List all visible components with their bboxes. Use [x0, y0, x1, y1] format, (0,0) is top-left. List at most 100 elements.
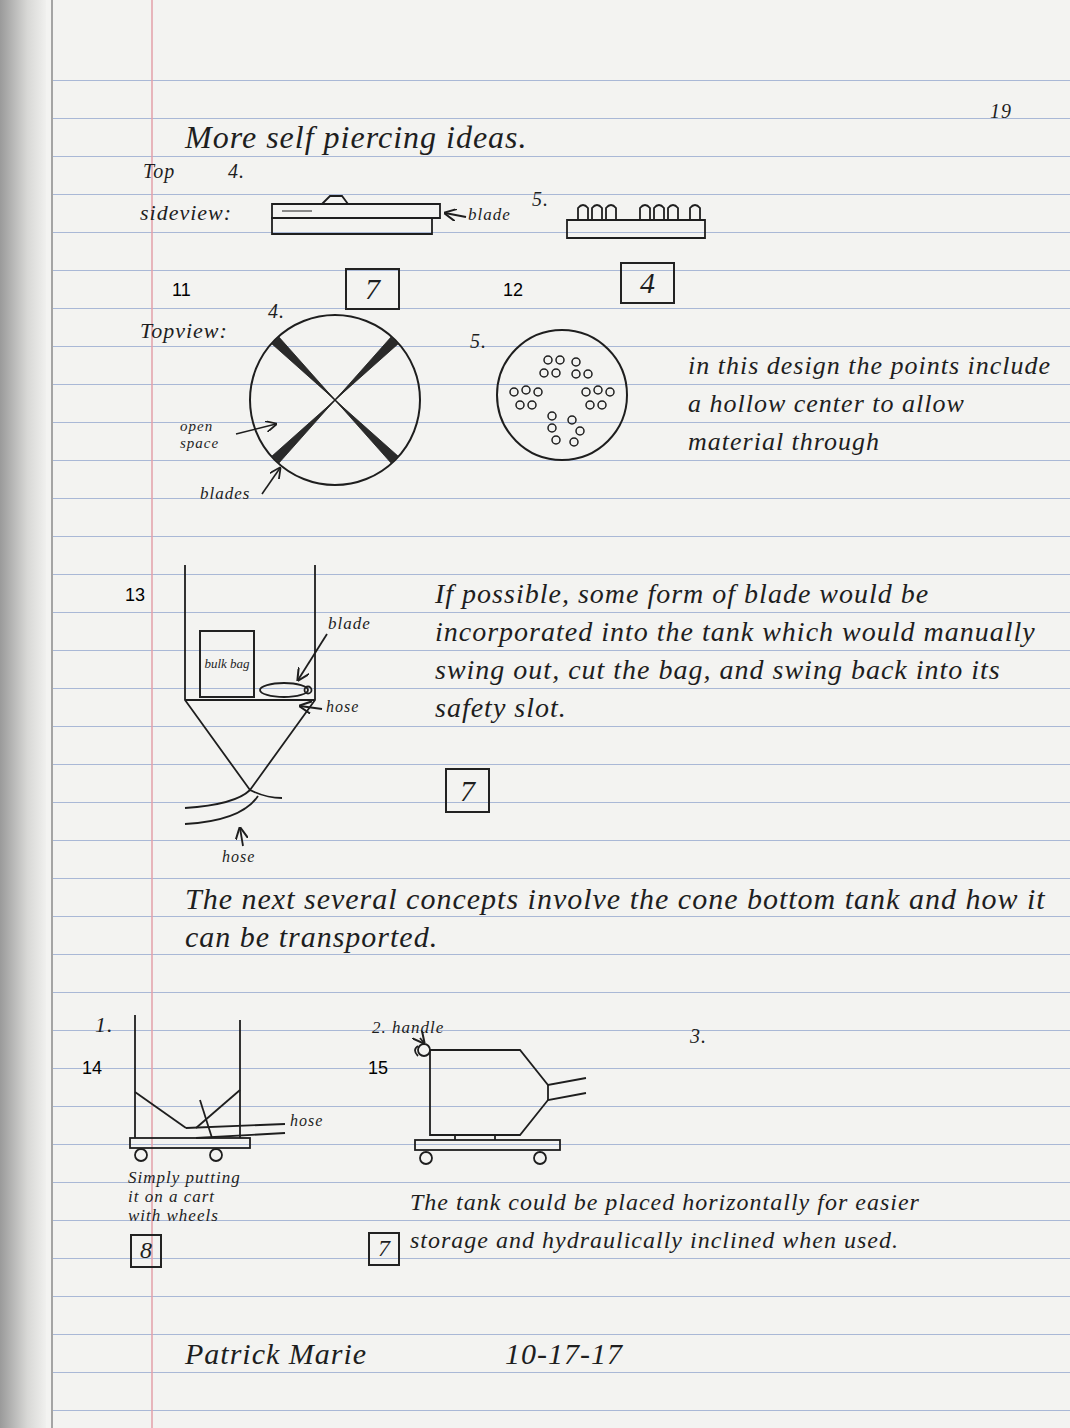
- topview-sketch-5-part: [556, 356, 564, 364]
- box-text: 7: [378, 1236, 390, 1261]
- cart-tank-sketch-part: [130, 1138, 250, 1148]
- part-label: hose: [326, 698, 359, 716]
- topview-sketch-5-part: [606, 388, 614, 396]
- sideview-sketch-4-part: [282, 211, 312, 212]
- topview-sketch-5-part: [572, 358, 580, 366]
- topview-sketch-5-part: [544, 356, 552, 364]
- sideview-sketch-5-part: [640, 205, 650, 220]
- cone-tank-sketch-part: [300, 706, 322, 709]
- topview-sketch-5-part: [522, 386, 530, 394]
- section-note: The next several concepts involve the co…: [185, 880, 1055, 956]
- horizontal-tank-sketch-part: [430, 1050, 586, 1085]
- horizontal-tank-sketch-part: [420, 1152, 432, 1164]
- sketch-caption: Simply putting it on a cart with wheels: [128, 1168, 253, 1225]
- topview-sketch-5-part: [594, 386, 602, 394]
- cone-tank-sketch: [185, 565, 327, 846]
- sketch-number: 3.: [690, 1025, 707, 1048]
- cart-tank-sketch-part: [135, 1092, 186, 1128]
- topview-sketch-5-part: [552, 369, 560, 377]
- part-label: hose: [222, 848, 255, 866]
- sideview-sketch-5-part: [654, 205, 664, 220]
- design-note: If possible, some form of blade would be…: [435, 575, 1055, 727]
- paper-part: [51, 0, 53, 1428]
- topview-sketch-5-part: [582, 388, 590, 396]
- box-text: 8: [140, 1238, 152, 1263]
- cart-tank-sketch-part: [135, 1149, 147, 1161]
- box-text: 7: [460, 775, 475, 807]
- view-label: sideview:: [140, 200, 232, 225]
- topview-sketch-5-part: [528, 401, 536, 409]
- horizontal-tank-sketch-part: [534, 1152, 546, 1164]
- sketch-number: 5.: [470, 330, 487, 353]
- part-label: 2. handle: [372, 1018, 444, 1038]
- cart-tank-sketch-part: [186, 1124, 285, 1128]
- callout-number: 14: [82, 1058, 102, 1079]
- cart-tank-sketch-part: [134, 1015, 136, 1138]
- topview-sketch-4-part: [335, 337, 399, 401]
- paper-part: [53, 80, 1070, 1420]
- score-box: 8: [130, 1234, 162, 1268]
- box-text: 4: [640, 267, 655, 299]
- sideview-sketch-5-part: [567, 220, 705, 238]
- cone-tank-sketch-part: [185, 796, 258, 824]
- topview-sketch-5-part: [584, 370, 592, 378]
- sideview-sketch-4-part: [272, 204, 440, 218]
- sideview-sketch-4-part: [322, 196, 348, 204]
- sketch-number: 4.: [268, 300, 285, 323]
- sideview-sketch-4-part: [445, 213, 466, 217]
- topview-sketch-4-part: [272, 400, 336, 464]
- cone-tank-sketch-part: [298, 634, 327, 680]
- horizontal-tank-sketch-part: [420, 1038, 424, 1043]
- topview-sketch-5-part: [510, 388, 518, 396]
- sideview-sketch-4: [272, 196, 466, 234]
- topview-sketch-4-part: [335, 400, 399, 464]
- topview-sketch-5-part: [568, 416, 576, 424]
- cone-tank-sketch-part: [250, 790, 282, 798]
- part-label: blade: [328, 614, 371, 634]
- topview-sketch-5-part: [516, 401, 524, 409]
- horizontal-tank-sketch: [415, 1038, 586, 1164]
- sideview-sketch-5-part: [606, 205, 616, 220]
- topview-sketch-5-part: [552, 436, 560, 444]
- signature: Patrick Marie: [185, 1335, 367, 1373]
- topview-sketch-5-part: [586, 401, 594, 409]
- cone-tank-sketch-part: [260, 683, 308, 697]
- callout-number: 13: [125, 585, 145, 606]
- topview-sketch-5-part: [497, 330, 627, 460]
- part-label: blade: [468, 205, 511, 225]
- view-label: Topview:: [140, 318, 228, 343]
- sideview-sketch-5-part: [578, 205, 588, 220]
- paper-part: [0, 0, 46, 1428]
- cone-tank-sketch-part: [185, 790, 250, 808]
- horizontal-tank-sketch-part: [415, 1140, 560, 1150]
- sketch-note: Top: [143, 160, 175, 183]
- part-label: blades: [200, 484, 250, 504]
- horizontal-tank-sketch-part: [415, 1046, 418, 1056]
- cart-tank-sketch: [130, 1015, 285, 1161]
- horizontal-tank-sketch-part: [547, 1085, 549, 1100]
- topview-sketch-5-part: [572, 370, 580, 378]
- score-box: 7: [445, 768, 490, 813]
- topview-sketch-4-part: [262, 468, 280, 494]
- part-label: open space: [180, 418, 232, 452]
- part-label: hose: [290, 1112, 323, 1130]
- score-box: 7: [345, 268, 400, 310]
- sideview-sketch-5: [567, 205, 705, 238]
- topview-sketch-5-part: [540, 369, 548, 377]
- sketch-number: 4.: [228, 160, 245, 183]
- cone-tank-sketch-part: [185, 699, 315, 701]
- box-text: bulk bag: [204, 657, 249, 671]
- topview-sketch-4-part: [236, 424, 276, 434]
- topview-sketch-5-part: [598, 401, 606, 409]
- design-note: in this design the points include a holl…: [688, 347, 1058, 461]
- cone-tank-sketch-part: [240, 828, 243, 846]
- topview-sketch-5-part: [548, 424, 556, 432]
- sideview-sketch-5-part: [592, 205, 602, 220]
- topview-sketch-4: [236, 315, 420, 494]
- sketch-number: 1.: [95, 1012, 114, 1037]
- page-title: More self piercing ideas.: [185, 118, 528, 156]
- cone-tank-sketch-part: [185, 565, 315, 790]
- topview-sketch-5-part: [548, 412, 556, 420]
